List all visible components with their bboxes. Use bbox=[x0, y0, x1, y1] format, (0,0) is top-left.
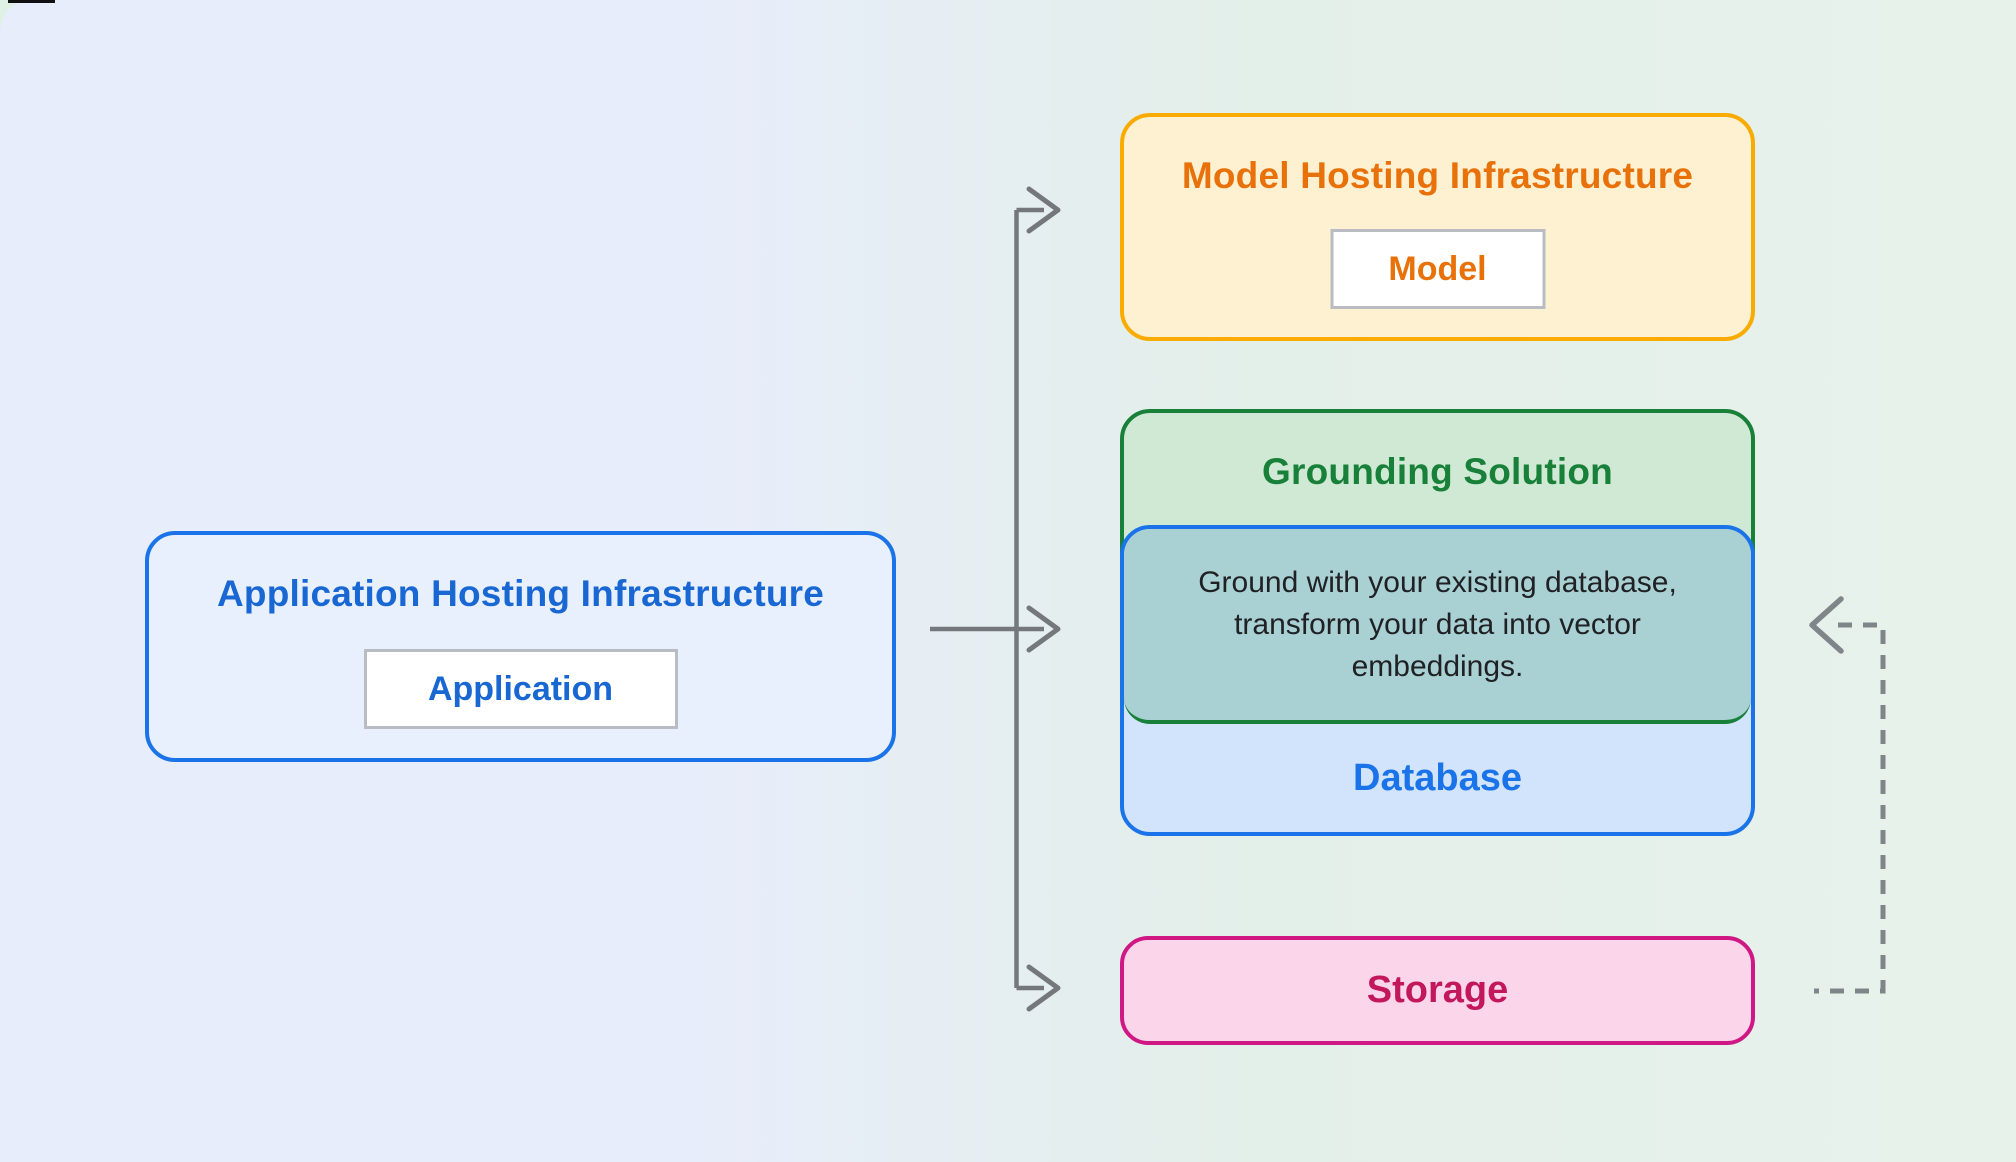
database-label: Database bbox=[1353, 756, 1522, 799]
screenshot-top-edge-line bbox=[8, 0, 55, 3]
application-hosting-box: Application Hosting Infrastructure Appli… bbox=[145, 531, 896, 762]
application-hosting-title: Application Hosting Infrastructure bbox=[216, 573, 825, 614]
application-chip: Application bbox=[363, 649, 678, 729]
model-chip-label: Model bbox=[1388, 249, 1487, 288]
arrow-app-to-grounding-arrowhead bbox=[1026, 605, 1061, 653]
storage-label: Storage bbox=[1366, 969, 1509, 1011]
model-hosting-title: Model Hosting Infrastructure bbox=[1181, 155, 1694, 196]
arrow-to-storage-arrowhead bbox=[1026, 964, 1061, 1012]
grounding-description: Ground with your existing database, tran… bbox=[1198, 565, 1677, 683]
grounding-solution-title: Grounding Solution bbox=[1262, 451, 1613, 492]
dashed-arrowhead-to-database bbox=[1809, 596, 1844, 654]
storage-box: Storage bbox=[1120, 936, 1755, 1045]
grounding-database-overlap-panel: Ground with your existing database, tran… bbox=[1124, 529, 1751, 724]
dashed-feedback-line bbox=[1814, 622, 1886, 994]
arrow-to-model-arrowhead bbox=[1026, 186, 1061, 234]
application-chip-label: Application bbox=[427, 669, 614, 708]
screenshot-corner-notch bbox=[0, 0, 30, 30]
model-hosting-box: Model Hosting Infrastructure Model bbox=[1120, 113, 1755, 341]
model-chip: Model bbox=[1330, 229, 1545, 309]
database-box: Ground with your existing database, tran… bbox=[1120, 525, 1755, 836]
database-label-area: Database bbox=[1124, 724, 1751, 832]
